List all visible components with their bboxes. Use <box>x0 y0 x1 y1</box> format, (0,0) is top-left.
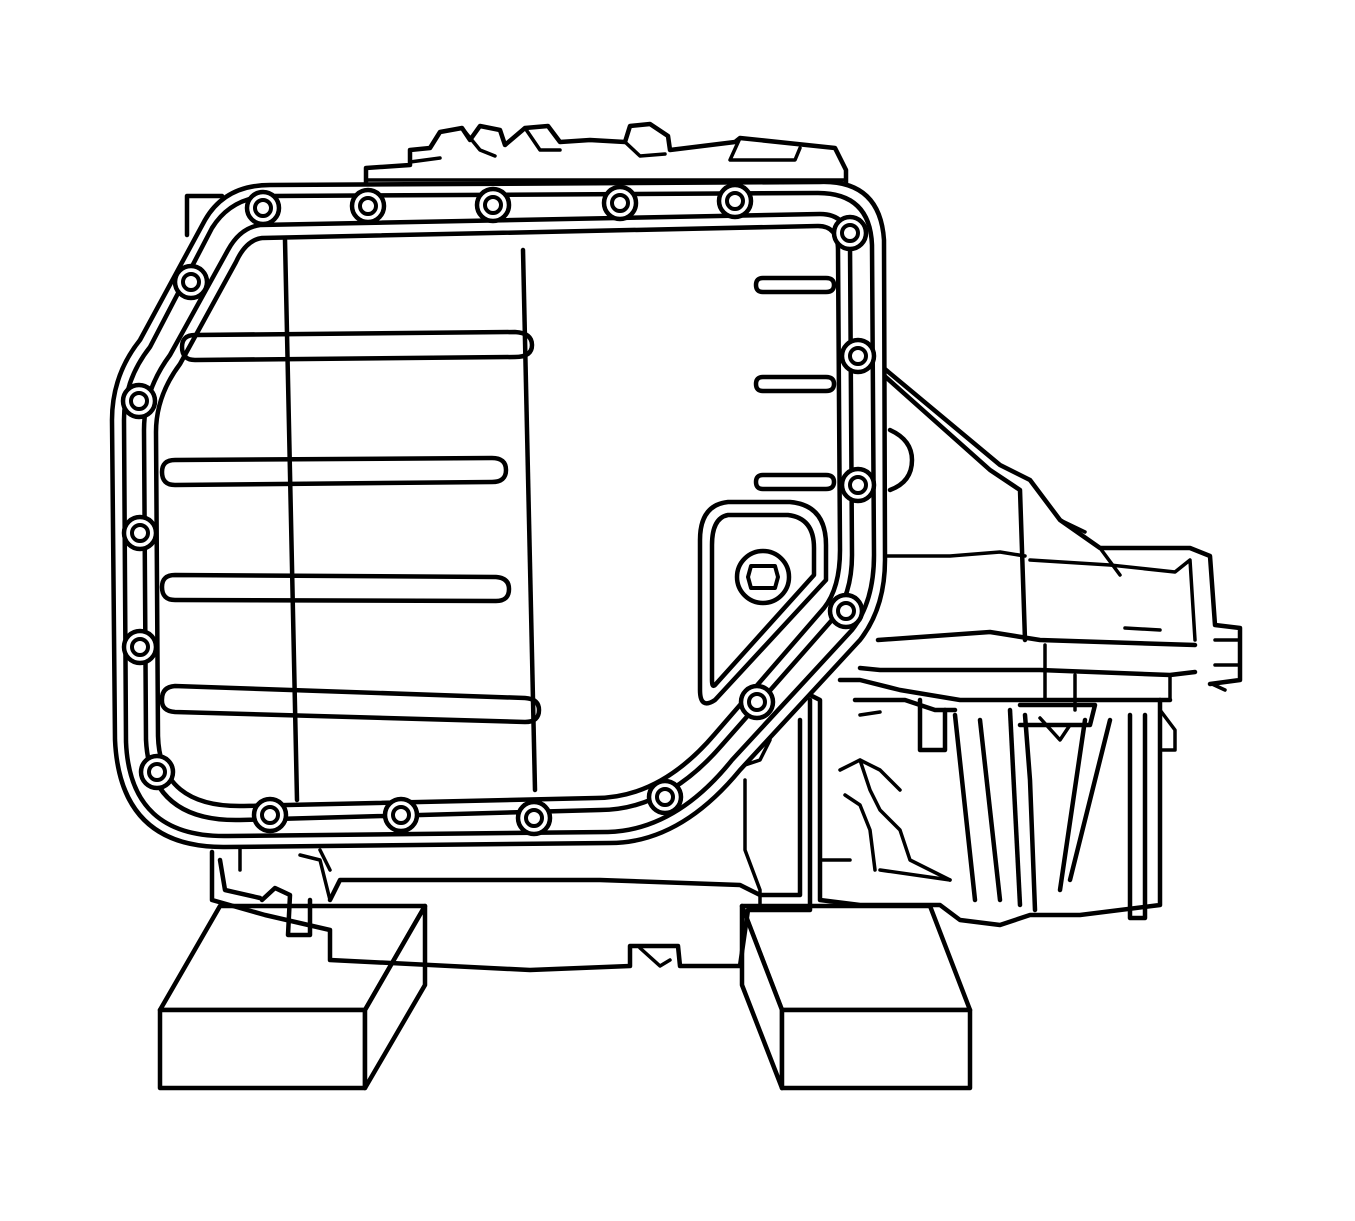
pan-bolt <box>244 189 282 227</box>
pan-bolt <box>831 214 869 252</box>
pan-bolt <box>515 799 553 837</box>
pan-ribs <box>159 275 837 725</box>
pan-bolt <box>349 187 387 225</box>
oil-pan <box>109 179 888 850</box>
pan-bolt <box>601 184 639 222</box>
pan-bolt <box>738 683 776 721</box>
pan-bolt <box>382 796 420 834</box>
pan-bolt <box>646 778 684 816</box>
transmission-case <box>184 121 1243 973</box>
pan-bolt <box>716 182 754 220</box>
support-block-left <box>157 903 428 1091</box>
pan-bolt <box>251 796 289 834</box>
pan-bolts <box>120 182 877 837</box>
pan-bolt <box>121 628 159 666</box>
drain-plug <box>734 548 792 606</box>
pan-bolt <box>839 466 877 504</box>
pan-bolt <box>827 592 865 630</box>
pan-bolt <box>121 514 159 552</box>
pan-bolt <box>474 186 512 224</box>
pan-bolt <box>172 263 210 301</box>
pan-bolt <box>839 337 877 375</box>
support-block-right <box>739 903 973 1091</box>
pan-bolt <box>138 753 176 791</box>
drain-plug-boss <box>697 499 829 706</box>
pan-bolt <box>120 382 158 420</box>
